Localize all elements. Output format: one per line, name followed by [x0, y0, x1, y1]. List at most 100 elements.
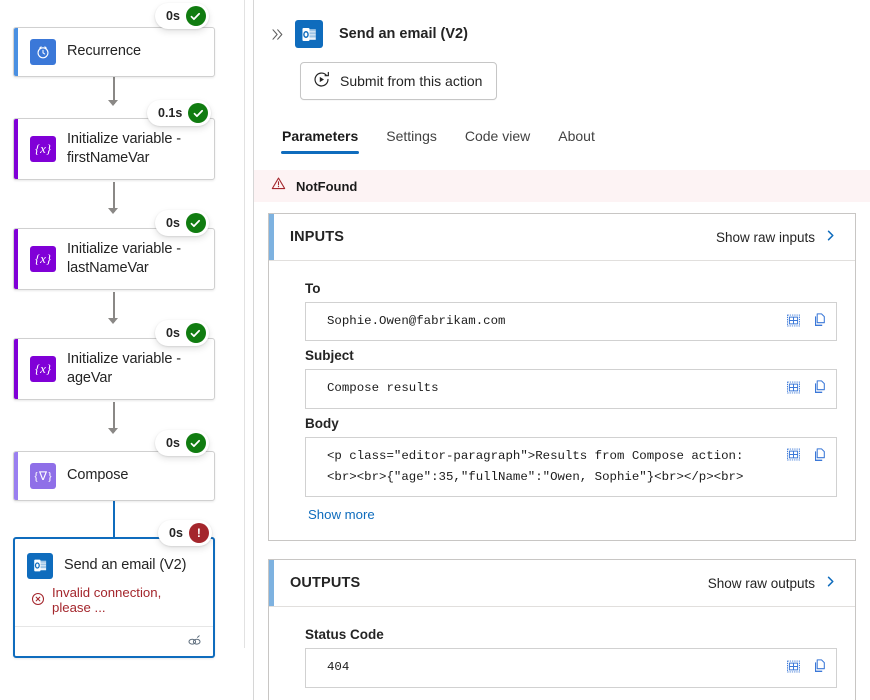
field-to[interactable]: Sophie.Owen@fabrikam.com — [305, 302, 837, 342]
node-title: Initialize variable - ageVar — [67, 351, 181, 387]
status-badge-init-age: 0s — [155, 320, 209, 346]
node-footer — [15, 626, 213, 656]
status-badge-init-firstname: 0.1s — [147, 100, 212, 126]
field-label-subject: Subject — [305, 348, 354, 364]
badge-duration: 0s — [166, 436, 180, 450]
outputs-card-body: Status Code 404 — [269, 607, 855, 700]
edge-lastname-to-age — [113, 292, 115, 322]
node-recurrence[interactable]: Recurrence — [13, 27, 215, 77]
chevron-right-icon — [824, 575, 837, 591]
node-title: Initialize variable - lastNameVar — [67, 241, 181, 277]
edge-arrow — [108, 318, 118, 324]
table-view-icon[interactable] — [786, 447, 801, 462]
inputs-title: INPUTS — [290, 229, 345, 245]
field-body[interactable]: <p class="editor-paragraph">Results from… — [305, 436, 837, 498]
chevron-right-icon — [824, 229, 837, 245]
variable-icon: {x} — [30, 136, 56, 163]
warning-triangle-icon — [271, 176, 286, 196]
node-accent-bar — [14, 452, 18, 500]
field-tools — [786, 311, 828, 328]
outputs-title: OUTPUTS — [290, 575, 361, 592]
inputs-card-body: To Sophie.Owen@fabrikam.com — [269, 261, 855, 540]
panel-tabs: Parameters Settings Code view About — [268, 123, 870, 154]
edge-recurrence-to-firstname — [113, 74, 115, 104]
show-raw-outputs-label: Show raw outputs — [707, 575, 815, 591]
tab-code-view[interactable]: Code view — [464, 128, 531, 144]
table-view-icon[interactable] — [786, 380, 801, 395]
edge-age-to-compose — [113, 402, 115, 432]
panel-title: Send an email (V2) — [339, 26, 468, 42]
field-subject-value: Compose results — [327, 381, 439, 396]
inputs-card-header: INPUTS Show raw inputs — [269, 214, 855, 261]
tab-settings[interactable]: Settings — [386, 128, 437, 144]
show-more-link[interactable]: Show more — [308, 507, 375, 523]
edge-arrow — [108, 428, 118, 434]
outlook-icon — [27, 552, 53, 579]
edge-arrow — [108, 208, 118, 214]
submit-from-this-action-button[interactable]: Submit from this action — [300, 62, 498, 100]
check-circle-icon — [185, 6, 206, 26]
check-circle-icon — [185, 323, 206, 343]
node-header: {∇} Compose — [14, 452, 214, 500]
field-tools — [786, 657, 828, 674]
field-to-value: Sophie.Owen@fabrikam.com — [327, 314, 506, 328]
action-details-panel: Send an email (V2) Submit from this acti… — [254, 0, 870, 700]
field-status-code-value: 404 — [327, 660, 350, 675]
badge-duration: 0s — [169, 526, 183, 540]
node-error-message: Invalid connection, please ... — [15, 585, 213, 626]
chevron-double-right-icon[interactable] — [263, 27, 291, 42]
table-view-icon[interactable] — [786, 313, 801, 328]
show-raw-inputs-label: Show raw inputs — [715, 229, 815, 245]
field-label-status-code: Status Code — [305, 627, 384, 643]
check-circle-icon — [188, 103, 209, 123]
badge-duration: 0s — [166, 326, 180, 340]
node-accent-bar — [14, 28, 18, 76]
broken-link-icon[interactable] — [186, 634, 203, 649]
edge-arrow — [108, 100, 118, 106]
tab-parameters[interactable]: Parameters — [268, 123, 372, 154]
status-badge-recurrence: 0s — [155, 3, 209, 29]
field-subject[interactable]: Compose results — [305, 369, 837, 409]
copy-icon[interactable] — [812, 447, 828, 463]
canvas-scrollbar[interactable] — [241, 0, 253, 700]
status-badge-send-email: 0s ! — [158, 520, 212, 546]
canvas-scrollbar-thumb[interactable] — [244, 0, 251, 648]
node-init-firstname[interactable]: {x} Initialize variable - firstNameVar — [13, 118, 215, 181]
table-view-icon[interactable] — [786, 659, 801, 674]
play-resubmit-icon — [312, 70, 331, 92]
clock-icon — [30, 39, 56, 65]
show-raw-inputs-link[interactable]: Show raw inputs — [716, 229, 837, 245]
badge-duration: 0s — [166, 216, 180, 230]
copy-icon[interactable] — [812, 312, 828, 328]
edge-firstname-to-lastname — [113, 182, 115, 212]
node-header: Send an email (V2) — [15, 539, 213, 585]
error-circle-x-icon — [31, 592, 45, 609]
check-circle-icon — [185, 433, 206, 453]
error-circle-icon: ! — [188, 523, 209, 543]
node-compose[interactable]: {∇} Compose — [13, 451, 215, 501]
node-title: Initialize variable - firstNameVar — [67, 131, 181, 167]
status-badge-compose: 0s — [155, 430, 209, 456]
node-init-age[interactable]: {x} Initialize variable - ageVar — [13, 338, 215, 401]
node-header: {x} Initialize variable - ageVar — [14, 339, 214, 399]
node-init-lastname[interactable]: {x} Initialize variable - lastNameVar — [13, 228, 215, 291]
node-title: Recurrence — [67, 43, 141, 60]
check-circle-icon — [185, 213, 206, 233]
field-status-code[interactable]: 404 — [305, 648, 837, 688]
field-tools — [786, 378, 828, 395]
node-accent-bar — [14, 339, 18, 400]
submit-button-label: Submit from this action — [340, 73, 483, 89]
compose-icon: {∇} — [30, 463, 56, 489]
node-header: Recurrence — [14, 28, 214, 76]
node-send-email[interactable]: Send an email (V2) Invalid connection, p… — [13, 537, 215, 658]
copy-icon[interactable] — [812, 379, 828, 395]
field-tools — [786, 446, 828, 463]
show-raw-outputs-link[interactable]: Show raw outputs — [708, 575, 837, 591]
field-label-body: Body — [305, 415, 339, 431]
badge-duration: 0.1s — [158, 106, 183, 120]
tab-about[interactable]: About — [558, 128, 595, 144]
workflow-canvas[interactable]: 0s Recurrence 0.1s — [0, 0, 254, 700]
variable-icon: {x} — [30, 356, 56, 383]
copy-icon[interactable] — [812, 658, 828, 674]
